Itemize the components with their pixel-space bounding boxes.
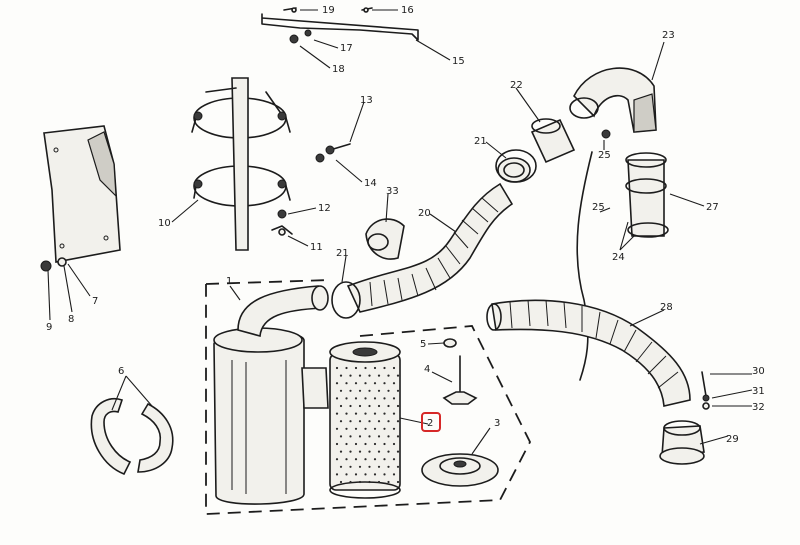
callout-11: 11 (310, 242, 323, 253)
callout-30: 30 (752, 366, 765, 377)
callout-33: 33 (386, 186, 399, 197)
callout-31: 31 (752, 386, 765, 397)
assembly-outline (205, 279, 532, 515)
callout-19: 19 (322, 5, 335, 16)
callout-21-upper: 21 (474, 136, 487, 147)
part-elbow-33 (365, 218, 405, 260)
callout-28: 28 (660, 302, 673, 313)
callout-17: 17 (340, 43, 353, 54)
callout-20: 20 (418, 208, 431, 219)
callout-14: 14 (364, 178, 377, 189)
part-sleeve-22 (530, 118, 576, 164)
leader-lines (47, 9, 753, 455)
callout-9: 9 (46, 322, 52, 333)
callout-4: 4 (424, 364, 430, 375)
callout-labels: 19 16 17 18 15 13 14 12 11 10 33 20 21 2… (46, 5, 765, 445)
callout-23: 23 (662, 30, 675, 41)
part-hardware-11-14 (271, 143, 351, 236)
callout-25-upper: 25 (598, 150, 611, 161)
part-washer-5 (443, 338, 457, 348)
part-fitting-29 (659, 371, 710, 465)
callout-18: 18 (332, 64, 345, 75)
part-hose-26 (486, 299, 691, 407)
part-band-6 (90, 398, 174, 476)
part-canister-1 (213, 285, 329, 505)
callout-16: 16 (401, 5, 414, 16)
callout-6: 6 (118, 366, 124, 377)
part-clamp-bracket-10 (191, 77, 291, 251)
part-rod-25 (576, 129, 611, 381)
callout-15: 15 (452, 56, 465, 67)
part-wing-nut-4 (442, 355, 478, 405)
filter-perforations (335, 366, 400, 484)
part-bracket-15 (261, 7, 419, 44)
callout-2: 2 (427, 418, 433, 429)
callout-3: 3 (494, 418, 500, 429)
callout-29: 29 (726, 434, 739, 445)
callout-10: 10 (158, 218, 171, 229)
callout-25-rod: 25 (592, 202, 605, 213)
callout-32: 32 (752, 402, 765, 413)
callout-1: 1 (226, 276, 232, 287)
part-elbow-23 (569, 67, 657, 133)
callout-21-left: 21 (336, 248, 349, 259)
callout-22: 22 (510, 80, 523, 91)
part-filter-element-2 (329, 341, 401, 499)
part-sleeve-27 (625, 152, 669, 238)
callout-12: 12 (318, 203, 331, 214)
part-cover-3 (421, 453, 499, 487)
callout-7: 7 (92, 296, 98, 307)
part-plate-7 (40, 125, 121, 272)
callout-24: 24 (612, 252, 625, 263)
part-clamp-21 (331, 149, 537, 319)
callout-8: 8 (68, 314, 74, 325)
callout-2-highlight (421, 412, 441, 432)
part-hose-20 (346, 157, 531, 313)
callout-27: 27 (706, 202, 719, 213)
callout-5: 5 (420, 339, 426, 350)
callout-13: 13 (360, 95, 373, 106)
